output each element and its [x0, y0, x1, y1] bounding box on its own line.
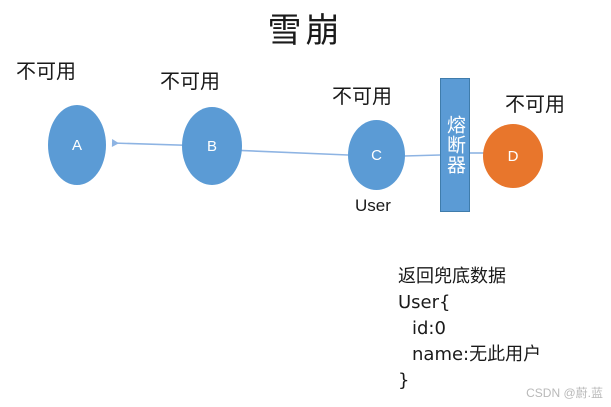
node-d[interactable]: D [483, 124, 543, 188]
status-label-a: 不可用 [16, 59, 76, 83]
status-label-d: 不可用 [505, 92, 565, 116]
node-b-letter: B [206, 137, 217, 155]
fallback-heading: 返回兜底数据 [398, 266, 506, 287]
page-title: 雪崩 [267, 11, 344, 51]
fallback-line-id: id:0 [412, 318, 446, 339]
node-c-sublabel: User [355, 196, 391, 215]
circuit-breaker-bar[interactable]: 熔断器 [440, 78, 470, 212]
fallback-line-close: } [398, 370, 410, 391]
status-label-c: 不可用 [332, 84, 392, 108]
fallback-data-block: 返回兜底数据 User{ id:0 name:无此用户 } [398, 264, 608, 394]
node-d-letter: D [507, 147, 519, 165]
node-b[interactable]: B [182, 107, 242, 185]
circuit-breaker-label: 熔断器 [444, 115, 466, 175]
edge-c-to-breaker [403, 154, 441, 157]
node-c[interactable]: C [348, 120, 405, 190]
node-c-letter: C [371, 146, 382, 164]
status-label-b: 不可用 [160, 69, 220, 93]
node-a[interactable]: A [48, 105, 106, 185]
fallback-line-open: User{ [398, 292, 451, 313]
fallback-line-name: name:无此用户 [412, 344, 542, 365]
node-a-letter: A [71, 136, 82, 154]
watermark: CSDN @蔚.蓝 [526, 386, 603, 400]
